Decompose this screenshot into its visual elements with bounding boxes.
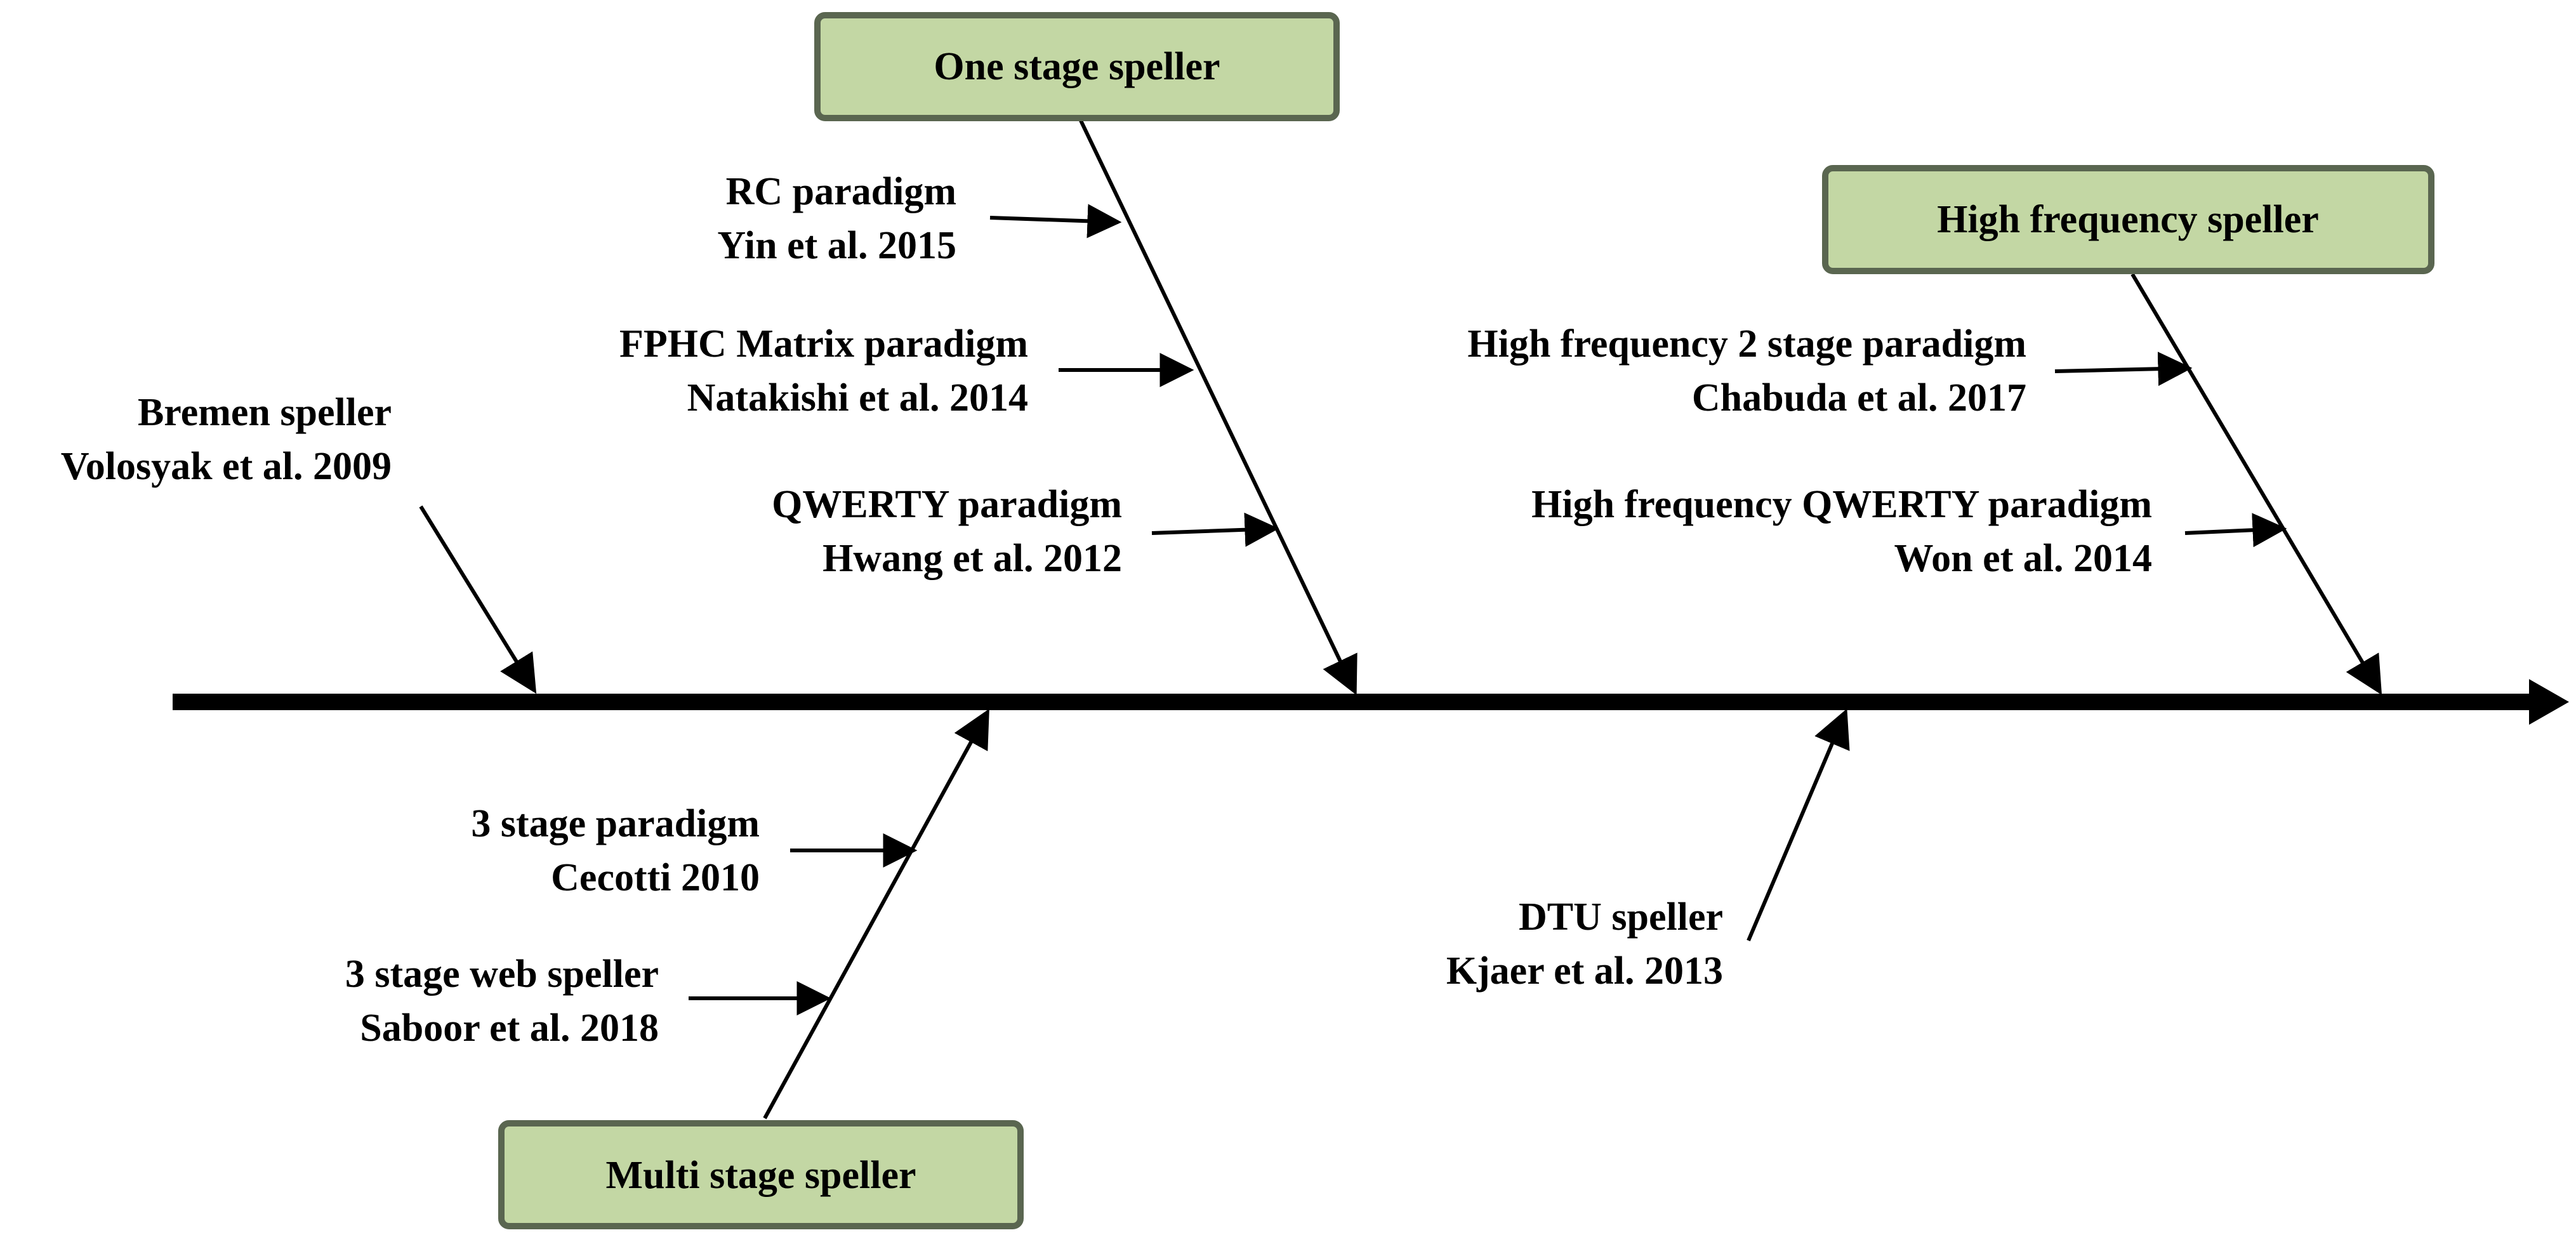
high-frequency-bone	[2130, 273, 2382, 696]
one-stage-box: One stage speller	[814, 12, 1340, 121]
multi-stage-box: Multi stage speller	[498, 1120, 1024, 1229]
one-stage-label: One stage speller	[934, 45, 1220, 88]
fphc-title: FPHC Matrix paradigm	[619, 322, 1028, 366]
dtu-arrow	[1747, 708, 1850, 942]
bremen-arrow	[419, 505, 537, 694]
fphc-citation: Natakishi et al. 2014	[687, 376, 1028, 420]
branch-high-frequency	[2054, 273, 2382, 696]
stage3-title: 3 stage paradigm	[471, 802, 760, 845]
high-frequency-box: High frequency speller	[1822, 165, 2434, 274]
entry-stage3web: 3 stage web speller Saboor et al. 2018	[345, 953, 659, 1050]
hfqwerty-title: High frequency QWERTY paradigm	[1531, 483, 2152, 526]
bremen-citation: Volosyak et al. 2009	[61, 445, 392, 488]
branch-one-stage	[989, 119, 1357, 696]
branch-multi-stage	[689, 708, 989, 1120]
entry-fphc: FPHC Matrix paradigm Natakishi et al. 20…	[619, 322, 1028, 420]
high-frequency-label: High frequency speller	[1937, 198, 2319, 241]
qwerty-citation: Hwang et al. 2012	[822, 537, 1122, 580]
entry-hf2stage: High frequency 2 stage paradigm Chabuda …	[1467, 322, 2026, 420]
entry-rc: RC paradigm Yin et al. 2015	[717, 170, 956, 267]
one-stage-bone	[1079, 119, 1357, 696]
qwerty-title: QWERTY paradigm	[772, 483, 1122, 526]
entry-bremen: Bremen speller Volosyak et al. 2009	[61, 391, 392, 488]
hf2stage-title: High frequency 2 stage paradigm	[1467, 322, 2026, 366]
hf2stage-arrow	[2054, 352, 2193, 386]
stage3web-title: 3 stage web speller	[345, 953, 659, 996]
stage3-citation: Cecotti 2010	[551, 856, 760, 899]
stage3web-citation: Saboor et al. 2018	[360, 1007, 659, 1050]
main-spine-arrowhead	[2529, 679, 2569, 725]
hfqwerty-citation: Won et al. 2014	[1894, 537, 2152, 580]
hf2stage-citation: Chabuda et al. 2017	[1692, 376, 2026, 420]
entry-stage3: 3 stage paradigm Cecotti 2010	[471, 802, 760, 899]
qwerty-arrow	[1151, 512, 1279, 547]
dtu-citation: Kjaer et al. 2013	[1446, 949, 1723, 993]
dtu-title: DTU speller	[1519, 895, 1723, 939]
hfqwerty-arrow	[2184, 513, 2287, 548]
multi-stage-bone	[763, 708, 989, 1120]
entry-hfqwerty: High frequency QWERTY paradigm Won et al…	[1531, 483, 2152, 580]
rc-arrow	[989, 204, 1122, 239]
rc-citation: Yin et al. 2015	[717, 224, 956, 267]
bremen-title: Bremen speller	[138, 391, 392, 434]
entry-qwerty: QWERTY paradigm Hwang et al. 2012	[772, 483, 1122, 580]
entry-dtu: DTU speller Kjaer et al. 2013	[1446, 895, 1723, 993]
multi-stage-label: Multi stage speller	[605, 1154, 916, 1197]
rc-title: RC paradigm	[726, 170, 956, 213]
